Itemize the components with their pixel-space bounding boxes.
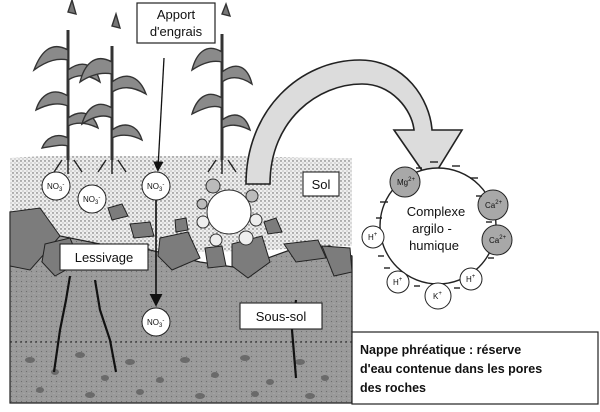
soil-complex-small (196, 178, 263, 247)
h-label-3: H+ (466, 274, 476, 284)
complexe-argilo-humique (361, 161, 513, 310)
nappe-label-line3: des roches (360, 381, 426, 395)
curved-transfer-arrow (245, 59, 464, 185)
fertilizer-arrow (153, 57, 165, 172)
nappe-label-line2: d'eau contenue dans les pores (360, 362, 542, 376)
ion-ca-1 (477, 189, 509, 221)
ca-label-1: Ca2+ (485, 200, 503, 210)
nitrate-label-3: NO3- (147, 182, 164, 193)
lessivage-label: Lessivage (75, 250, 134, 265)
ion-ca-2 (481, 224, 513, 256)
ion-h-2 (386, 270, 410, 294)
nappe-label-line1: Nappe phréatique : réserve (360, 343, 521, 357)
negative-charge-marks (376, 161, 494, 289)
apport-label-line1: Apport (157, 7, 196, 22)
nappe-label-box (351, 331, 599, 405)
nitrate-label-4: NO3- (147, 318, 164, 329)
ion-k (424, 282, 452, 310)
complexe-label-line2: argilo - (412, 221, 452, 236)
k-label: K+ (433, 291, 442, 301)
sol-label: Sol (312, 177, 331, 192)
aquifer-pebbles (25, 352, 329, 399)
corn-plants (32, 0, 254, 174)
apport-label-box (136, 2, 216, 44)
mg-label: Mg2+ (397, 177, 415, 187)
nitrate-label-1: NO3- (47, 182, 64, 193)
lessivage-label-box (59, 243, 149, 271)
h-label-1: H+ (368, 232, 378, 242)
ion-h-3 (459, 267, 483, 291)
apport-label-line2: d'engrais (150, 24, 203, 39)
ion-mg (389, 166, 421, 198)
complexe-label-line3: humique (409, 238, 459, 253)
sous-sol-label-box (239, 302, 323, 330)
nitrate-ions (41, 171, 171, 337)
sous-sol-label: Sous-sol (256, 309, 307, 324)
ca-label-2: Ca2+ (489, 235, 507, 245)
h-label-2: H+ (393, 277, 403, 287)
complexe-label-line1: Complexe (407, 204, 466, 219)
sol-label-box (302, 171, 340, 197)
nitrate-label-2: NO3- (83, 195, 100, 206)
ion-h-1 (361, 225, 385, 249)
